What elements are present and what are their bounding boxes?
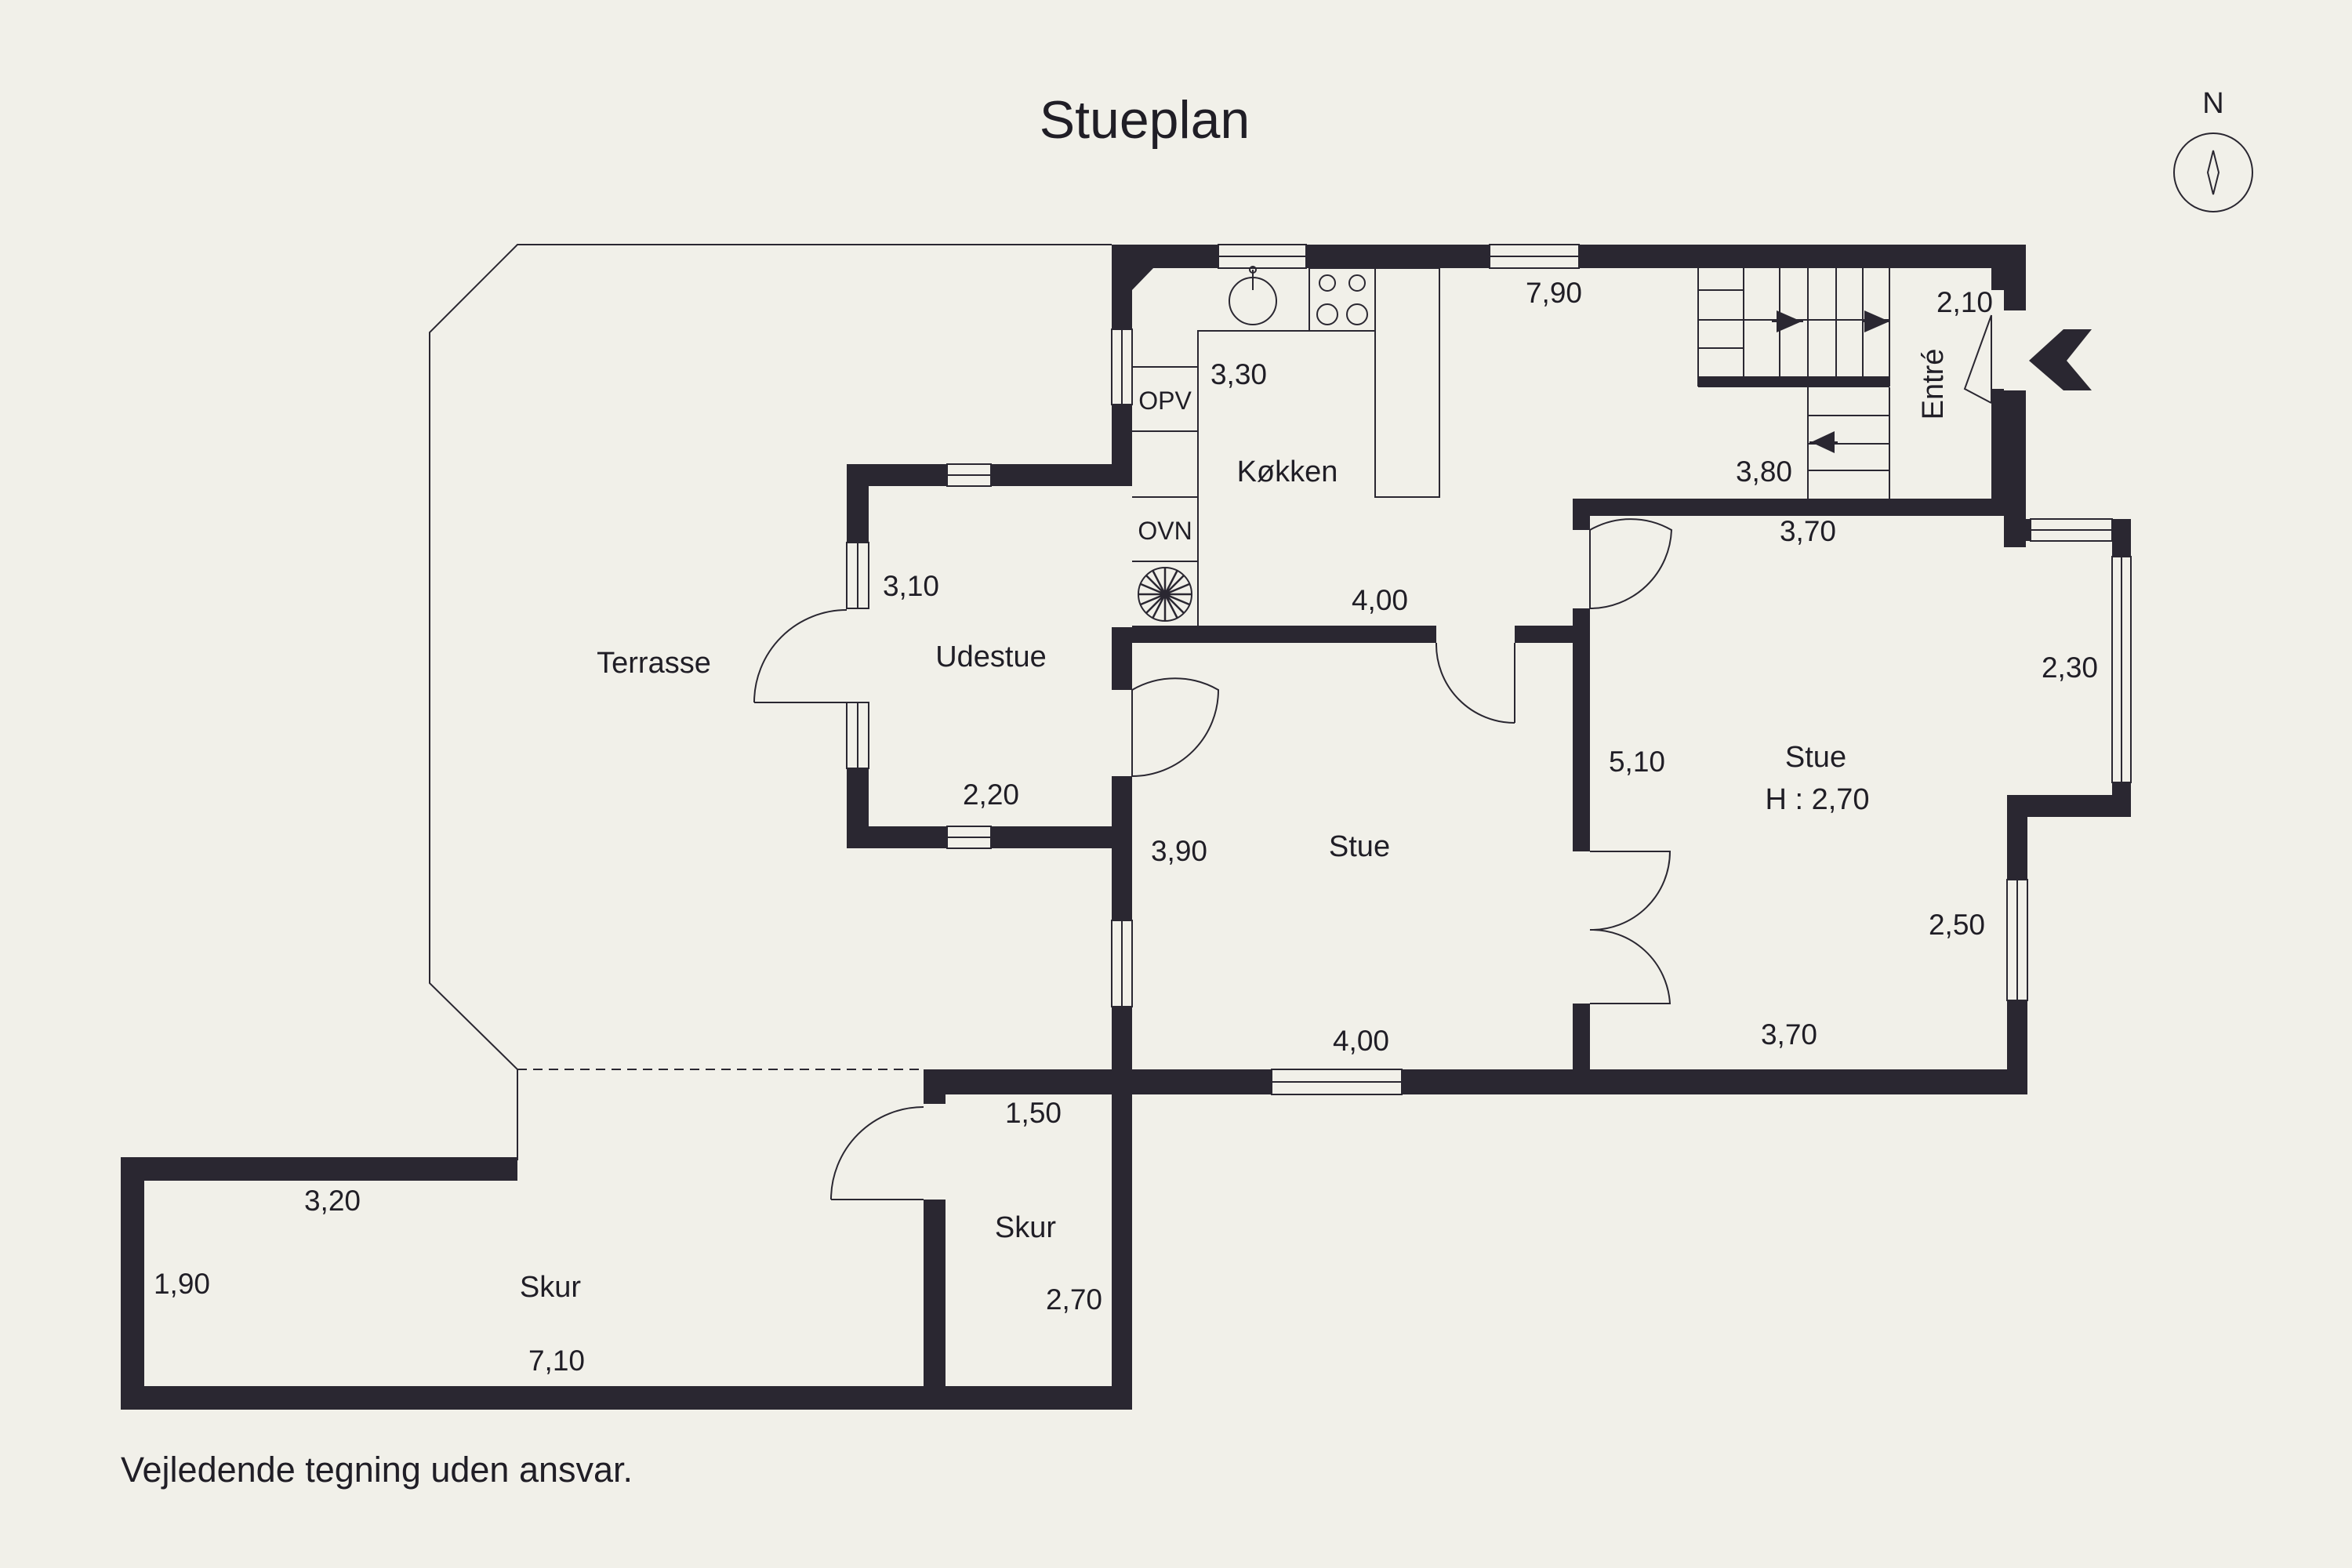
dimension-label: 3,90 [1151,835,1207,867]
terrace-outline [429,244,1112,1160]
double-door-stue [1589,851,1671,1004]
room-label-stue-right: Stue [1785,741,1846,774]
door-udestue-terrace [753,609,848,703]
dimension-label: 4,00 [1352,584,1408,616]
dimension-label: 3,30 [1210,358,1267,390]
room-label-terrasse: Terrasse [597,647,711,680]
entrance-arrow-icon [2029,329,2092,390]
stair-arrow-icon [1811,431,1835,453]
dimension-label: 2,30 [2042,652,2098,684]
dimension-label: 2,10 [1936,286,1993,318]
kitchen-island [1374,267,1440,498]
ovn-label: OVN [1138,517,1192,545]
dimension-label: 7,90 [1526,277,1582,309]
window-udestue-west-bottom [846,702,869,769]
room-height-stue-right: H : 2,70 [1765,783,1869,816]
dimension-label: 2,70 [1046,1283,1102,1316]
room-label-skur-small: Skur [995,1211,1056,1244]
page-title: Stueplan [1040,90,1250,150]
dimension-label: 2,50 [1929,909,1985,941]
window-stue-south [1271,1069,1403,1095]
window-koekken-west [1111,328,1133,405]
dimension-label: 1,90 [154,1268,210,1300]
dimension-label: 3,70 [1761,1018,1817,1051]
door-udestue-stue [1131,677,1220,777]
dimension-label: 7,10 [528,1345,585,1377]
dimension-label: 1,50 [1005,1097,1062,1129]
windows [846,244,2132,1095]
room-label-skur-large: Skur [520,1271,581,1304]
walls [121,245,2131,1410]
window-udestue-west-top [846,542,869,609]
dimension-label: 3,80 [1736,456,1792,488]
compass: N [2173,87,2253,212]
door-skur-small [830,1106,924,1200]
window-bay-east [2111,556,2132,783]
dimension-label: 3,10 [883,570,939,602]
staircase [1697,268,1890,499]
window-koekken-top-right [1489,244,1580,269]
dimension-label: 3,70 [1780,515,1836,547]
dimension-label: 4,00 [1333,1025,1389,1057]
room-label-stue-center: Stue [1329,830,1390,863]
kitchen-fixtures: OPV OVN [1132,266,1440,626]
dimension-label: 3,20 [304,1185,361,1217]
door-entre [1963,314,1992,404]
room-label-koekken: Køkken [1237,456,1338,488]
window-stue-west [1111,920,1133,1007]
dimension-label: 2,20 [963,779,1019,811]
window-udestue-bottom [946,826,992,849]
compass-icon [2173,132,2253,212]
disclaimer-text: Vejledende tegning uden ansvar. [121,1450,633,1490]
room-label-udestue: Udestue [935,641,1047,673]
door-koekken-stue-right [1589,518,1673,609]
window-stue-right-east [2006,879,2028,1001]
window-koekken-top [1218,244,1307,269]
compass-north-label: N [2202,87,2223,120]
boiler-icon [1138,567,1192,622]
window-bay-top [2030,518,2113,542]
window-udestue-top [946,463,992,487]
doors [753,314,1992,1200]
stair-arrow-icon [1864,310,1889,332]
dimension-label: 5,10 [1609,746,1665,778]
room-label-entre: Entré [1917,349,1950,420]
door-koekken-stue [1435,642,1515,724]
stair-arrow-icon [1777,310,1802,332]
opv-label: OPV [1138,387,1192,415]
